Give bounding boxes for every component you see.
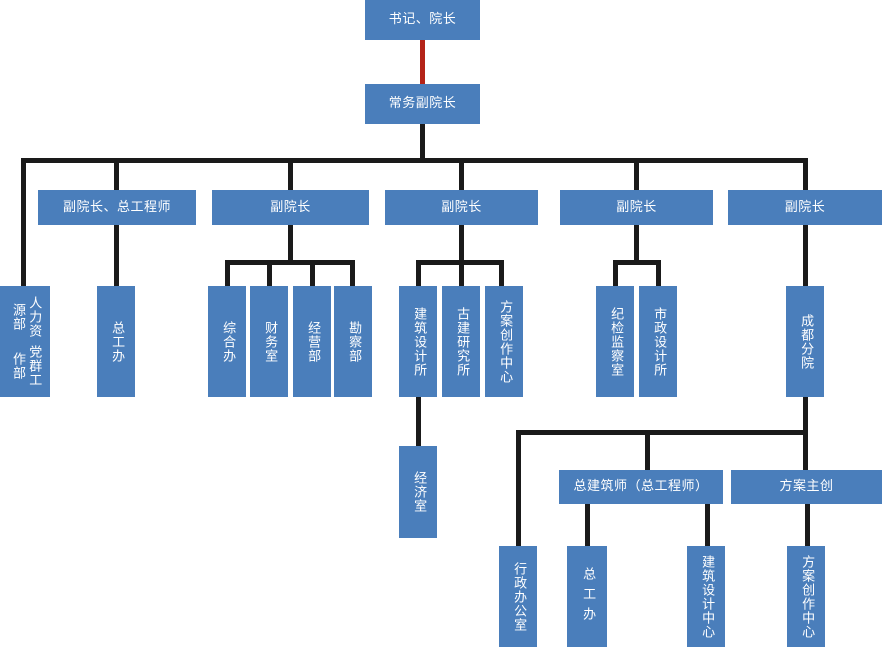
connector-b1-stem (114, 225, 119, 286)
connector-chengdu-bus (516, 430, 808, 435)
connector-b4-drop-1 (613, 260, 618, 286)
node-economics-office[interactable]: 经济室 (399, 446, 437, 538)
node-finance-office[interactable]: 财务室 (250, 286, 288, 397)
connector-b5-stem (803, 225, 808, 286)
connector-b2-drop-2 (267, 260, 272, 286)
node-general-office[interactable]: 综合办 (208, 286, 246, 397)
connector-bus-drop-4 (634, 158, 639, 190)
connector-architect-drop-2 (705, 504, 710, 546)
connector-b2-drop-4 (350, 260, 355, 286)
node-operations-dept[interactable]: 经营部 (293, 286, 331, 397)
node-administrative-office[interactable]: 行政办公室 (499, 546, 537, 647)
connector-chengdu-drop-scheme (803, 430, 808, 470)
connector-b3-drop-2 (459, 260, 464, 286)
connector-b4-drop-2 (656, 260, 661, 286)
connector-bus-drop-3 (459, 158, 464, 190)
node-vp-2[interactable]: 副院长 (212, 190, 369, 225)
connector-main-bus (21, 158, 807, 163)
node-party-affairs-label: 党群工作部 (10, 345, 42, 388)
node-scheme-creation-center-2[interactable]: 方案创作中心 (787, 546, 825, 647)
node-scheme-lead[interactable]: 方案主创 (731, 470, 882, 504)
connector-bus-drop-hr (21, 158, 26, 286)
connector-b3-sub-stem (416, 396, 421, 446)
connector-chengdu-drop-architect (645, 430, 650, 470)
connector-b2-bar (225, 260, 354, 265)
node-scheme-creation-center-1[interactable]: 方案创作中心 (485, 286, 523, 397)
connector-b2-drop-1 (225, 260, 230, 286)
connector-bus-drop-1 (114, 158, 119, 190)
node-secretary-president[interactable]: 书记、院长 (365, 0, 480, 40)
connector-architect-drop-1 (585, 504, 590, 546)
connector-b3-stem (459, 225, 464, 262)
connector-chengdu-drop-admin (516, 430, 521, 546)
connector-chengdu-stem (803, 396, 808, 434)
node-survey-dept[interactable]: 勘察部 (334, 286, 372, 397)
node-architecture-design-center[interactable]: 建筑设计中心 (687, 546, 725, 647)
node-discipline-inspection-office[interactable]: 纪检监察室 (596, 286, 634, 397)
node-hr-and-party-affairs[interactable]: 人力资源部 党群工作部 (0, 286, 50, 397)
node-vp-5[interactable]: 副院长 (728, 190, 882, 225)
connector-b3-drop-1 (416, 260, 421, 286)
node-vp-chief-engineer[interactable]: 副院长、总工程师 (38, 190, 196, 225)
connector-bus-drop-5 (803, 158, 808, 190)
node-ancient-architecture-institute[interactable]: 古建研究所 (442, 286, 480, 397)
connector-b2-drop-3 (310, 260, 315, 286)
connector-b4-bar (613, 260, 661, 265)
node-chief-architect[interactable]: 总建筑师（总工程师） (559, 470, 723, 504)
node-chief-engineer-office-2[interactable]: 总工办 (567, 546, 607, 647)
node-chengdu-branch[interactable]: 成都分院 (786, 286, 824, 397)
connector-exec-stem (420, 124, 425, 162)
node-vp-4[interactable]: 副院长 (560, 190, 713, 225)
node-architecture-design-institute[interactable]: 建筑设计所 (399, 286, 437, 397)
connector-bus-drop-2 (288, 158, 293, 190)
node-chief-engineer-office-1[interactable]: 总工办 (97, 286, 135, 397)
node-executive-vice-president[interactable]: 常务副院长 (365, 84, 480, 124)
node-municipal-design-institute[interactable]: 市政设计所 (639, 286, 677, 397)
connector-b3-drop-3 (499, 260, 504, 286)
connector-b4-stem (634, 225, 639, 262)
connector-scheme-drop-1 (805, 504, 810, 546)
connector-b2-stem (288, 225, 293, 262)
node-hr-label: 人力资源部 (10, 295, 42, 338)
connector-top-to-exec (420, 40, 425, 84)
node-vp-3[interactable]: 副院长 (385, 190, 538, 225)
